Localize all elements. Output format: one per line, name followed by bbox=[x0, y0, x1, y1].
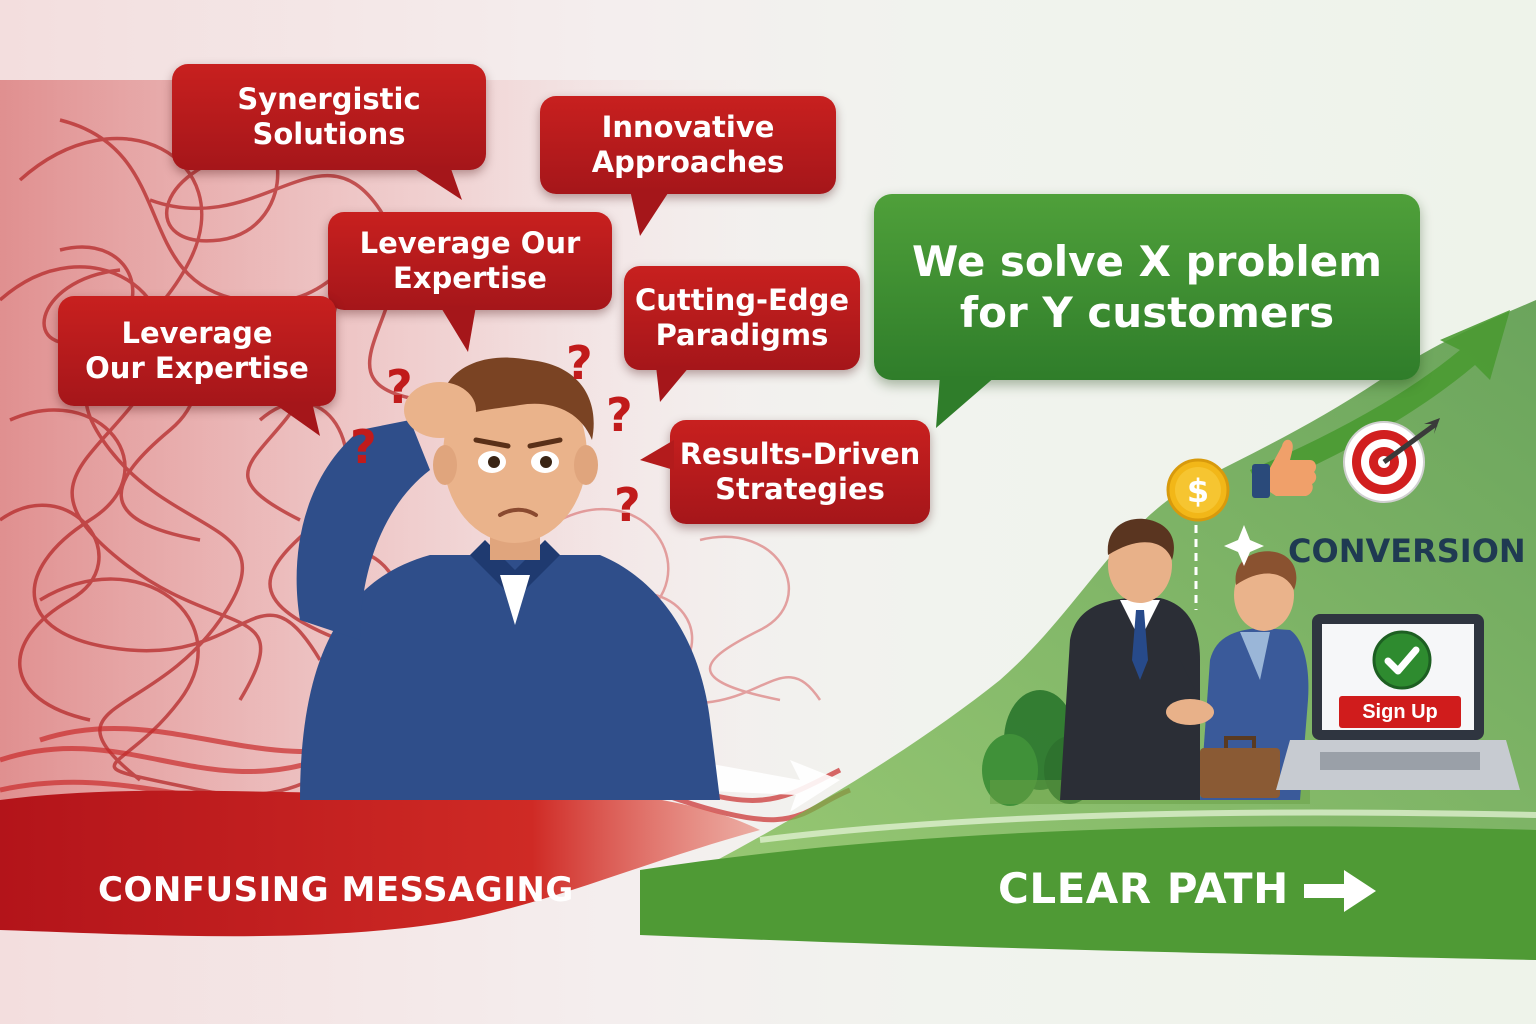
bubble-tail bbox=[656, 366, 690, 402]
bubble-leverage-our-expertise-top: Leverage Our Expertise bbox=[328, 212, 612, 310]
sign-up-button[interactable]: Sign Up bbox=[1339, 696, 1461, 728]
bubble-line: Synergistic bbox=[237, 81, 421, 116]
bubble-line: Solutions bbox=[252, 117, 406, 151]
thumbs-up-icon bbox=[1252, 439, 1317, 498]
bubble-tail bbox=[272, 402, 320, 436]
bubble-line: Cutting-Edge bbox=[634, 282, 850, 317]
bubble-tail bbox=[410, 166, 462, 200]
bubble-line: Leverage Our bbox=[359, 225, 581, 260]
bubble-value-proposition: We solve X problem for Y customers bbox=[874, 194, 1420, 380]
bubble-line: Strategies bbox=[715, 472, 885, 506]
bubble-tail bbox=[630, 190, 670, 236]
svg-text:$: $ bbox=[1187, 472, 1209, 510]
clear-path-label: CLEAR PATH bbox=[998, 864, 1289, 913]
bubble-line: Expertise bbox=[393, 261, 547, 295]
question-mark: ? bbox=[386, 360, 413, 414]
growth-arrow bbox=[1250, 310, 1510, 490]
bubble-tail bbox=[440, 306, 476, 352]
bubble-line: Paradigms bbox=[655, 318, 829, 352]
bubble-results-driven-strategies: Results-Driven Strategies bbox=[670, 420, 930, 524]
bubble-tail bbox=[936, 376, 996, 428]
transition-arrow bbox=[690, 760, 840, 812]
bubble-synergistic-solutions: Synergistic Solutions bbox=[172, 64, 486, 170]
bubble-line: Approaches bbox=[591, 145, 785, 179]
bubble-tail bbox=[640, 440, 674, 470]
bubble-cutting-edge-paradigms: Cutting-Edge Paradigms bbox=[624, 266, 860, 370]
target-icon bbox=[1343, 418, 1440, 503]
question-mark: ? bbox=[350, 420, 377, 474]
question-mark: ? bbox=[606, 388, 633, 442]
bubble-line: Leverage bbox=[121, 315, 273, 350]
question-mark: ? bbox=[614, 478, 641, 532]
confusing-messaging-label: CONFUSING MESSAGING bbox=[98, 870, 574, 910]
conversion-label: CONVERSION bbox=[1288, 532, 1526, 570]
bubble-line: Innovative bbox=[601, 109, 775, 144]
question-mark: ? bbox=[566, 336, 593, 390]
bubble-line: We solve X problem bbox=[911, 236, 1383, 286]
bubble-line: Our Expertise bbox=[85, 351, 309, 385]
bubble-innovative-approaches: Innovative Approaches bbox=[540, 96, 836, 194]
bubble-leverage-our-expertise-left: Leverage Our Expertise bbox=[58, 296, 336, 406]
dollar-coin-icon: $ bbox=[1166, 458, 1230, 522]
bubble-line: Results-Driven bbox=[679, 436, 921, 471]
checkmark-icon bbox=[1372, 630, 1432, 690]
arrow-right-icon bbox=[1304, 870, 1376, 912]
bubble-line: for Y customers bbox=[959, 288, 1335, 337]
